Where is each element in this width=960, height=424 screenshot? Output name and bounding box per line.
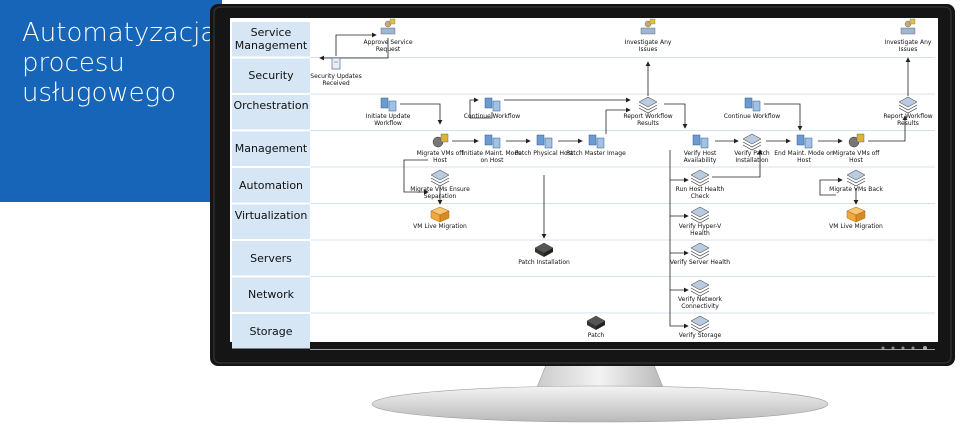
node-label-patch-physical: Patch Physical Host	[514, 150, 574, 157]
lane-header	[232, 277, 310, 312]
connector-arrow	[403, 159, 429, 195]
node-label-investigate-2: Investigate Any Issues	[884, 39, 932, 53]
node-label-end-maint: End Maint. Mode on Host	[774, 150, 834, 164]
lane-header	[232, 241, 310, 276]
title-line-3: usługowego	[22, 78, 177, 108]
node-label-verify-patch: Verify Patch Installation	[734, 150, 770, 164]
person-icon	[640, 18, 656, 35]
node-label-migrate-sep: Migrate VMs Ensure Separation	[410, 186, 470, 200]
document-icon	[331, 57, 341, 70]
lane-label: Virtualization	[234, 208, 308, 222]
stack-icon	[690, 279, 710, 297]
lane-label: Orchestration	[233, 99, 309, 113]
stack-icon	[846, 169, 866, 187]
lane-header	[232, 314, 310, 349]
node-label-patch-install: Patch Installation	[518, 259, 570, 266]
node-label-report-2: Report Workflow Results	[883, 113, 933, 127]
workflow-icon	[380, 97, 397, 112]
node-label-verify-network: Verify Network Connectivity	[678, 296, 722, 310]
connector-arrow	[868, 115, 908, 142]
person-icon	[900, 18, 916, 35]
node-label-initiate-update: Initiate Update Workflow	[365, 113, 411, 127]
box-icon	[430, 206, 450, 223]
workflow-icon	[536, 134, 553, 149]
workflow-icon	[484, 134, 501, 149]
lane-label: Network	[248, 288, 294, 302]
server-icon	[586, 315, 606, 330]
lane-label: Storage	[249, 324, 293, 338]
connector-arrow	[764, 103, 803, 131]
gear-icon	[848, 133, 865, 148]
connector-arrow	[400, 103, 443, 125]
node-label-migrate-off-1: Migrate VMs off Host	[416, 150, 464, 164]
stack-icon	[690, 206, 710, 224]
node-label-continue-2: Continue Workflow	[723, 113, 781, 120]
node-label-approve-request: Approve Service Request	[363, 39, 413, 53]
connector-arrow	[605, 107, 631, 134]
node-label-continue-1: Continue Workflow	[463, 113, 521, 120]
node-label-patch: Patch	[587, 332, 605, 339]
lane-header	[232, 95, 310, 130]
stack-icon	[742, 133, 762, 151]
node-label-migrate-off-2: Migrate VMs off Host	[832, 150, 880, 164]
connector-arrow	[469, 97, 493, 119]
stack-icon	[690, 169, 710, 187]
lane-label: Automation	[238, 178, 304, 192]
gear-icon	[432, 133, 449, 148]
lane-label: Management	[234, 142, 308, 156]
node-label-vm-live-2: VM Live Migration	[829, 223, 883, 230]
node-label-initiate-maint: Initiate Maint. Mode on Host	[462, 150, 522, 164]
connector-arrow	[819, 177, 843, 196]
workflow-icon	[692, 134, 709, 149]
node-label-vm-live-1: VM Live Migration	[413, 223, 467, 230]
stack-icon	[898, 96, 918, 114]
node-label-security-updates: Security Updates Received	[310, 73, 362, 87]
title-panel: Automatyzacja procesu usługowego	[0, 0, 222, 202]
lane-header	[232, 204, 310, 239]
title-line-1: Automatyzacja	[22, 18, 217, 48]
lane-label: Servers	[250, 251, 292, 265]
node-label-patch-master: Patch Master Image	[566, 150, 626, 157]
workflow-icon	[744, 97, 761, 112]
workflow-icon	[796, 134, 813, 149]
slide-title: Automatyzacja procesu usługowego	[22, 18, 218, 108]
node-label-migrate-back: Migrate VMs Back	[829, 186, 883, 193]
connector-arrow	[712, 149, 763, 178]
box-icon	[846, 206, 866, 223]
connector-arrow	[664, 103, 688, 129]
connector-arrow	[319, 38, 389, 61]
stack-icon	[690, 315, 710, 333]
stack-icon	[638, 96, 658, 114]
lane-label: Service Management	[234, 26, 308, 53]
connector-arrow	[669, 290, 689, 329]
lane-header	[232, 131, 310, 166]
node-label-verify-storage: Verify Storage	[678, 332, 722, 339]
stack-icon	[690, 242, 710, 260]
lane-header	[232, 58, 310, 93]
server-icon	[534, 242, 554, 257]
stack-icon	[430, 169, 450, 187]
node-label-verify-server: Verify Server Health	[669, 259, 731, 266]
title-line-2: procesu	[22, 48, 125, 78]
connector-arrow	[335, 32, 377, 56]
workflow-icon	[484, 97, 501, 112]
node-label-verify-hyperv: Verify Hyper-V Health	[678, 223, 722, 237]
node-label-report-1: Report Workflow Results	[623, 113, 673, 127]
node-label-verify-host: Verify Host Availability	[683, 150, 717, 164]
lane-label: Security	[248, 69, 294, 83]
monitor-buttons	[881, 346, 927, 350]
monitor-stand-base	[371, 385, 829, 423]
person-icon	[380, 18, 396, 35]
workflow-icon	[588, 134, 605, 149]
node-label-investigate-1: Investigate Any Issues	[624, 39, 672, 53]
lane-header	[232, 168, 310, 203]
node-label-run-health: Run Host Health Check	[675, 186, 725, 200]
lane-header	[232, 22, 310, 57]
